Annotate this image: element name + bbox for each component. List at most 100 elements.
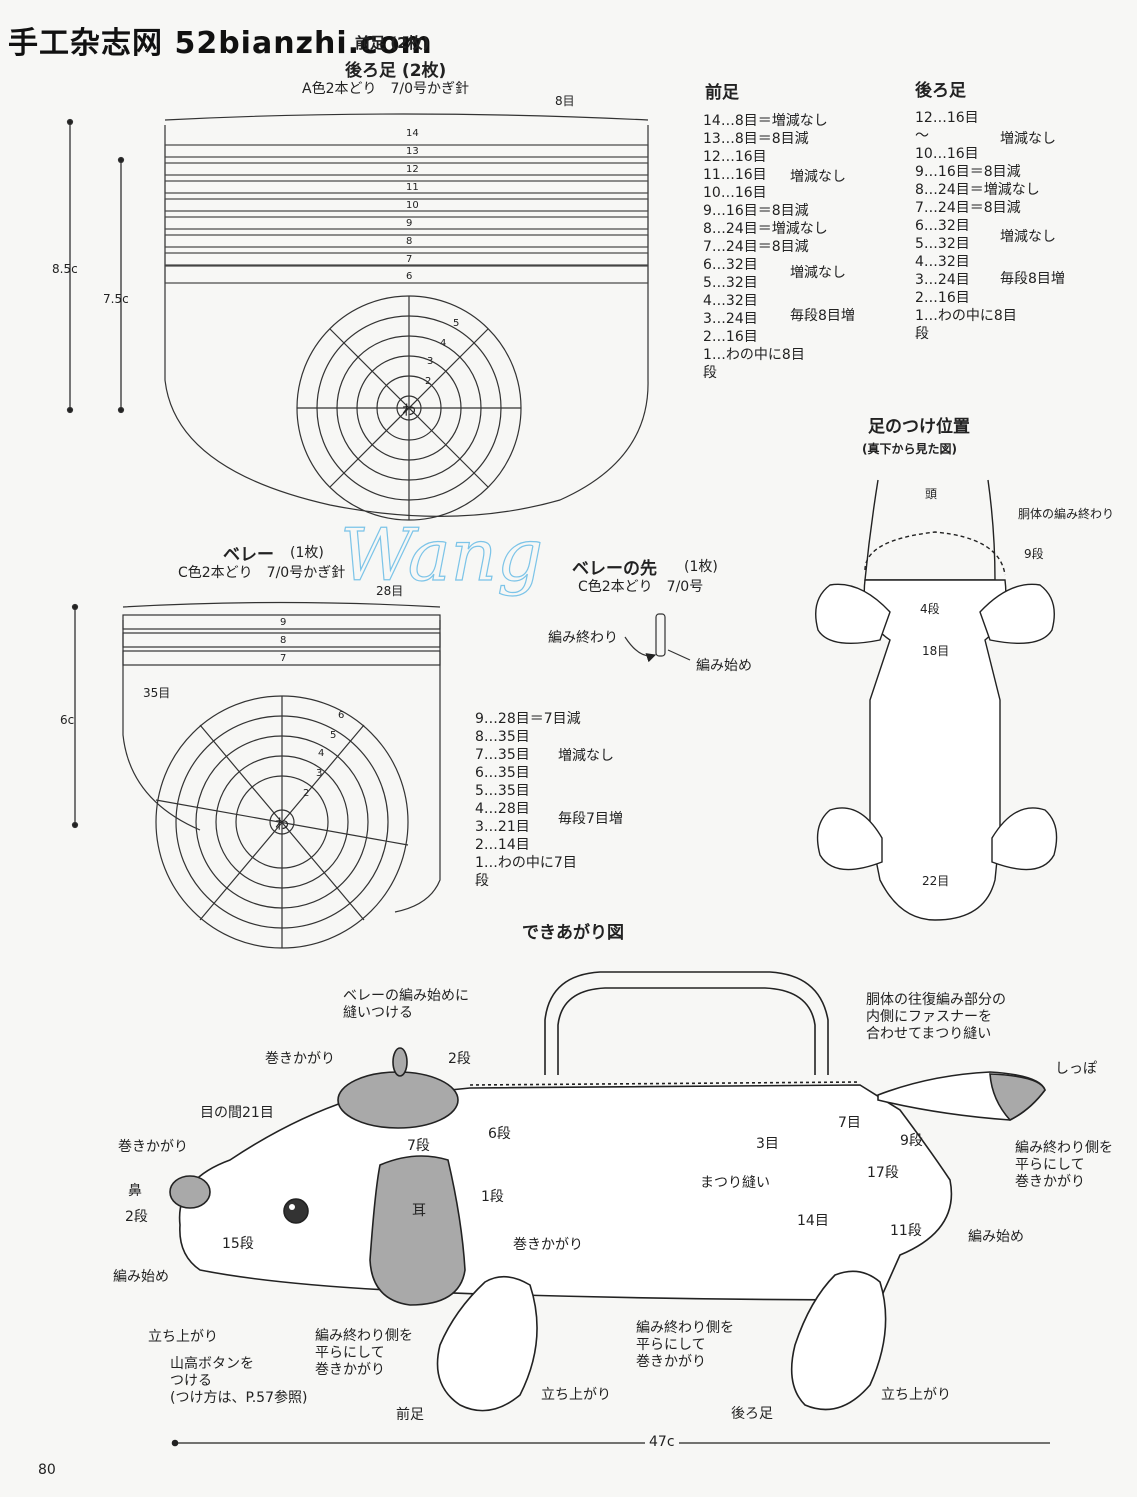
foot-row-11: 11 bbox=[406, 182, 419, 193]
beret-round-6: 6 bbox=[338, 710, 345, 721]
beret-stitch-top: 28目 bbox=[376, 584, 404, 598]
front-leg-bracket-3: 毎段8目増 bbox=[790, 308, 855, 324]
beret bbox=[337, 1071, 459, 1129]
label-ear: 耳 bbox=[412, 1203, 426, 1219]
label-row7-r: 7目 bbox=[838, 1115, 861, 1131]
eye-button bbox=[283, 1198, 309, 1224]
beret-center: わ bbox=[275, 817, 289, 833]
leg-position-subtitle: (真下から見た図) bbox=[862, 442, 957, 456]
foot-dim-outer: 8.5c bbox=[52, 262, 78, 276]
foot-title-1: 前足 (2枚) bbox=[355, 34, 430, 52]
foot-row-7: 7 bbox=[406, 254, 413, 265]
finished-title: できあがり図 bbox=[522, 923, 624, 943]
foot-round-2: 2 bbox=[425, 376, 432, 387]
leg-position-st22: 22目 bbox=[922, 874, 950, 888]
beret-title: ベレー bbox=[223, 545, 274, 565]
beret-lines: 9…28目＝7目減 8…35目 7…35目 6…35目 5…35目 4…28目 … bbox=[475, 711, 581, 889]
beret-round-chart bbox=[155, 695, 409, 949]
label-row1: 1段 bbox=[481, 1189, 504, 1205]
front-leg-lines: 14…8目＝増減なし 13…8目＝8目減 12…16目 11…16目 10…16… bbox=[703, 113, 828, 381]
foot-row-bands bbox=[164, 144, 649, 284]
label-back-leg: 後ろ足 bbox=[731, 1406, 773, 1422]
beret-round-2: 2 bbox=[303, 788, 310, 799]
leg-position-head: 頭 bbox=[925, 487, 938, 501]
beret-tip bbox=[392, 1047, 408, 1077]
foot-round-5: 5 bbox=[453, 318, 460, 329]
beret-yarn: C色2本どり 7/0号かぎ針 bbox=[178, 565, 346, 581]
nose bbox=[169, 1175, 211, 1209]
label-row14: 14目 bbox=[797, 1213, 829, 1229]
bag-handle bbox=[544, 971, 829, 1075]
back-leg-lines: 12…16目 〜 10…16目 9…16目＝8目減 8…24目＝増減なし 7…2… bbox=[915, 110, 1040, 342]
foot-row-14: 14 bbox=[406, 128, 419, 139]
foot-yarn: A色2本どり 7/0号かぎ針 bbox=[302, 81, 470, 97]
beret-dim: 6c bbox=[60, 713, 75, 727]
beret-row-7: 7 bbox=[280, 653, 287, 664]
front-leg-title: 前足 bbox=[705, 83, 739, 103]
label-start-right: 編み始め bbox=[968, 1229, 1024, 1245]
foot-title-2: 後ろ足 (2枚) bbox=[345, 61, 447, 81]
label-standup-left: 立ち上がり bbox=[148, 1329, 218, 1345]
beret-tip-yarn: C色2本どり 7/0号 bbox=[578, 579, 704, 595]
beret-tip-chart bbox=[624, 613, 691, 663]
foot-row-10: 10 bbox=[406, 200, 419, 211]
label-row7: 7段 bbox=[407, 1138, 430, 1154]
front-foot-right bbox=[979, 583, 1055, 645]
beret-round-5: 5 bbox=[330, 730, 337, 741]
label-row2-top: 2段 bbox=[448, 1051, 471, 1067]
label-flat-left: 編み終わり側を 平らにして 巻きかがり bbox=[315, 1328, 413, 1378]
beret-tip-count: (1枚) bbox=[684, 559, 718, 575]
back-leg-title: 後ろ足 bbox=[915, 81, 966, 101]
back-leg-shape bbox=[790, 1270, 887, 1411]
label-nose: 鼻 bbox=[128, 1183, 142, 1199]
label-st3: 3目 bbox=[756, 1136, 779, 1152]
foot-center: わ bbox=[402, 403, 416, 419]
foot-outline bbox=[164, 125, 649, 517]
label-row15: 15段 bbox=[222, 1236, 254, 1252]
label-roll-nose: 巻きかがり bbox=[118, 1139, 188, 1155]
foot-chart bbox=[66, 113, 649, 521]
label-standup-right: 立ち上がり bbox=[881, 1387, 951, 1403]
leg-position-diagram bbox=[815, 479, 1058, 921]
leg-position-st18: 18目 bbox=[922, 644, 950, 658]
leg-position-row4: 4段 bbox=[920, 602, 940, 616]
label-flat-right-tail: 編み終わり側を 平らにして 巻きかがり bbox=[1015, 1140, 1113, 1190]
beret-stitch-side: 35目 bbox=[143, 686, 171, 700]
back-leg-bracket-1: 増減なし bbox=[1000, 131, 1056, 147]
beret-bracket-2: 毎段7目増 bbox=[558, 811, 623, 827]
foot-row-13: 13 bbox=[406, 146, 419, 157]
label-tail: しっぽ bbox=[1055, 1061, 1097, 1077]
beret-row-9: 9 bbox=[280, 617, 287, 628]
back-foot-right bbox=[991, 807, 1058, 871]
label-blind: まつり縫い bbox=[700, 1175, 770, 1191]
foot-dim-inner: 7.5c bbox=[103, 292, 129, 306]
label-between-eyes: 目の間21目 bbox=[200, 1105, 274, 1121]
ear bbox=[369, 1155, 466, 1306]
foot-row-9: 9 bbox=[406, 218, 413, 229]
leg-position-row9: 9段 bbox=[1024, 547, 1044, 561]
beret-tip-end: 編み終わり bbox=[548, 630, 618, 646]
label-row17: 17段 bbox=[867, 1165, 899, 1181]
foot-round-4: 4 bbox=[440, 338, 447, 349]
beret-chart bbox=[71, 601, 441, 949]
beret-tip-title: ベレーの先 bbox=[572, 559, 657, 579]
front-leg-shape bbox=[436, 1275, 538, 1412]
watermark-text: Wang bbox=[340, 513, 543, 597]
beret-row-8: 8 bbox=[280, 635, 287, 646]
label-row9-r: 9段 bbox=[900, 1133, 923, 1149]
body-outline bbox=[863, 579, 1007, 921]
dog-body bbox=[178, 1084, 953, 1301]
label-start-left: 編み始め bbox=[113, 1269, 169, 1285]
foot-row-6: 6 bbox=[406, 271, 413, 282]
label-row2-nose: 2段 bbox=[125, 1209, 148, 1225]
back-leg-bracket-2: 増減なし bbox=[1000, 229, 1056, 245]
finished-dog bbox=[169, 971, 1050, 1447]
foot-round-chart bbox=[296, 295, 522, 521]
label-row6: 6段 bbox=[488, 1126, 511, 1142]
foot-stitch-top: 8目 bbox=[555, 94, 575, 108]
beret-count: (1枚) bbox=[290, 545, 324, 561]
leg-position-title: 足のつけ位置 bbox=[868, 417, 970, 437]
foot-row-12: 12 bbox=[406, 164, 419, 175]
leg-position-body-end: 胴体の編み終わり bbox=[1018, 507, 1115, 521]
